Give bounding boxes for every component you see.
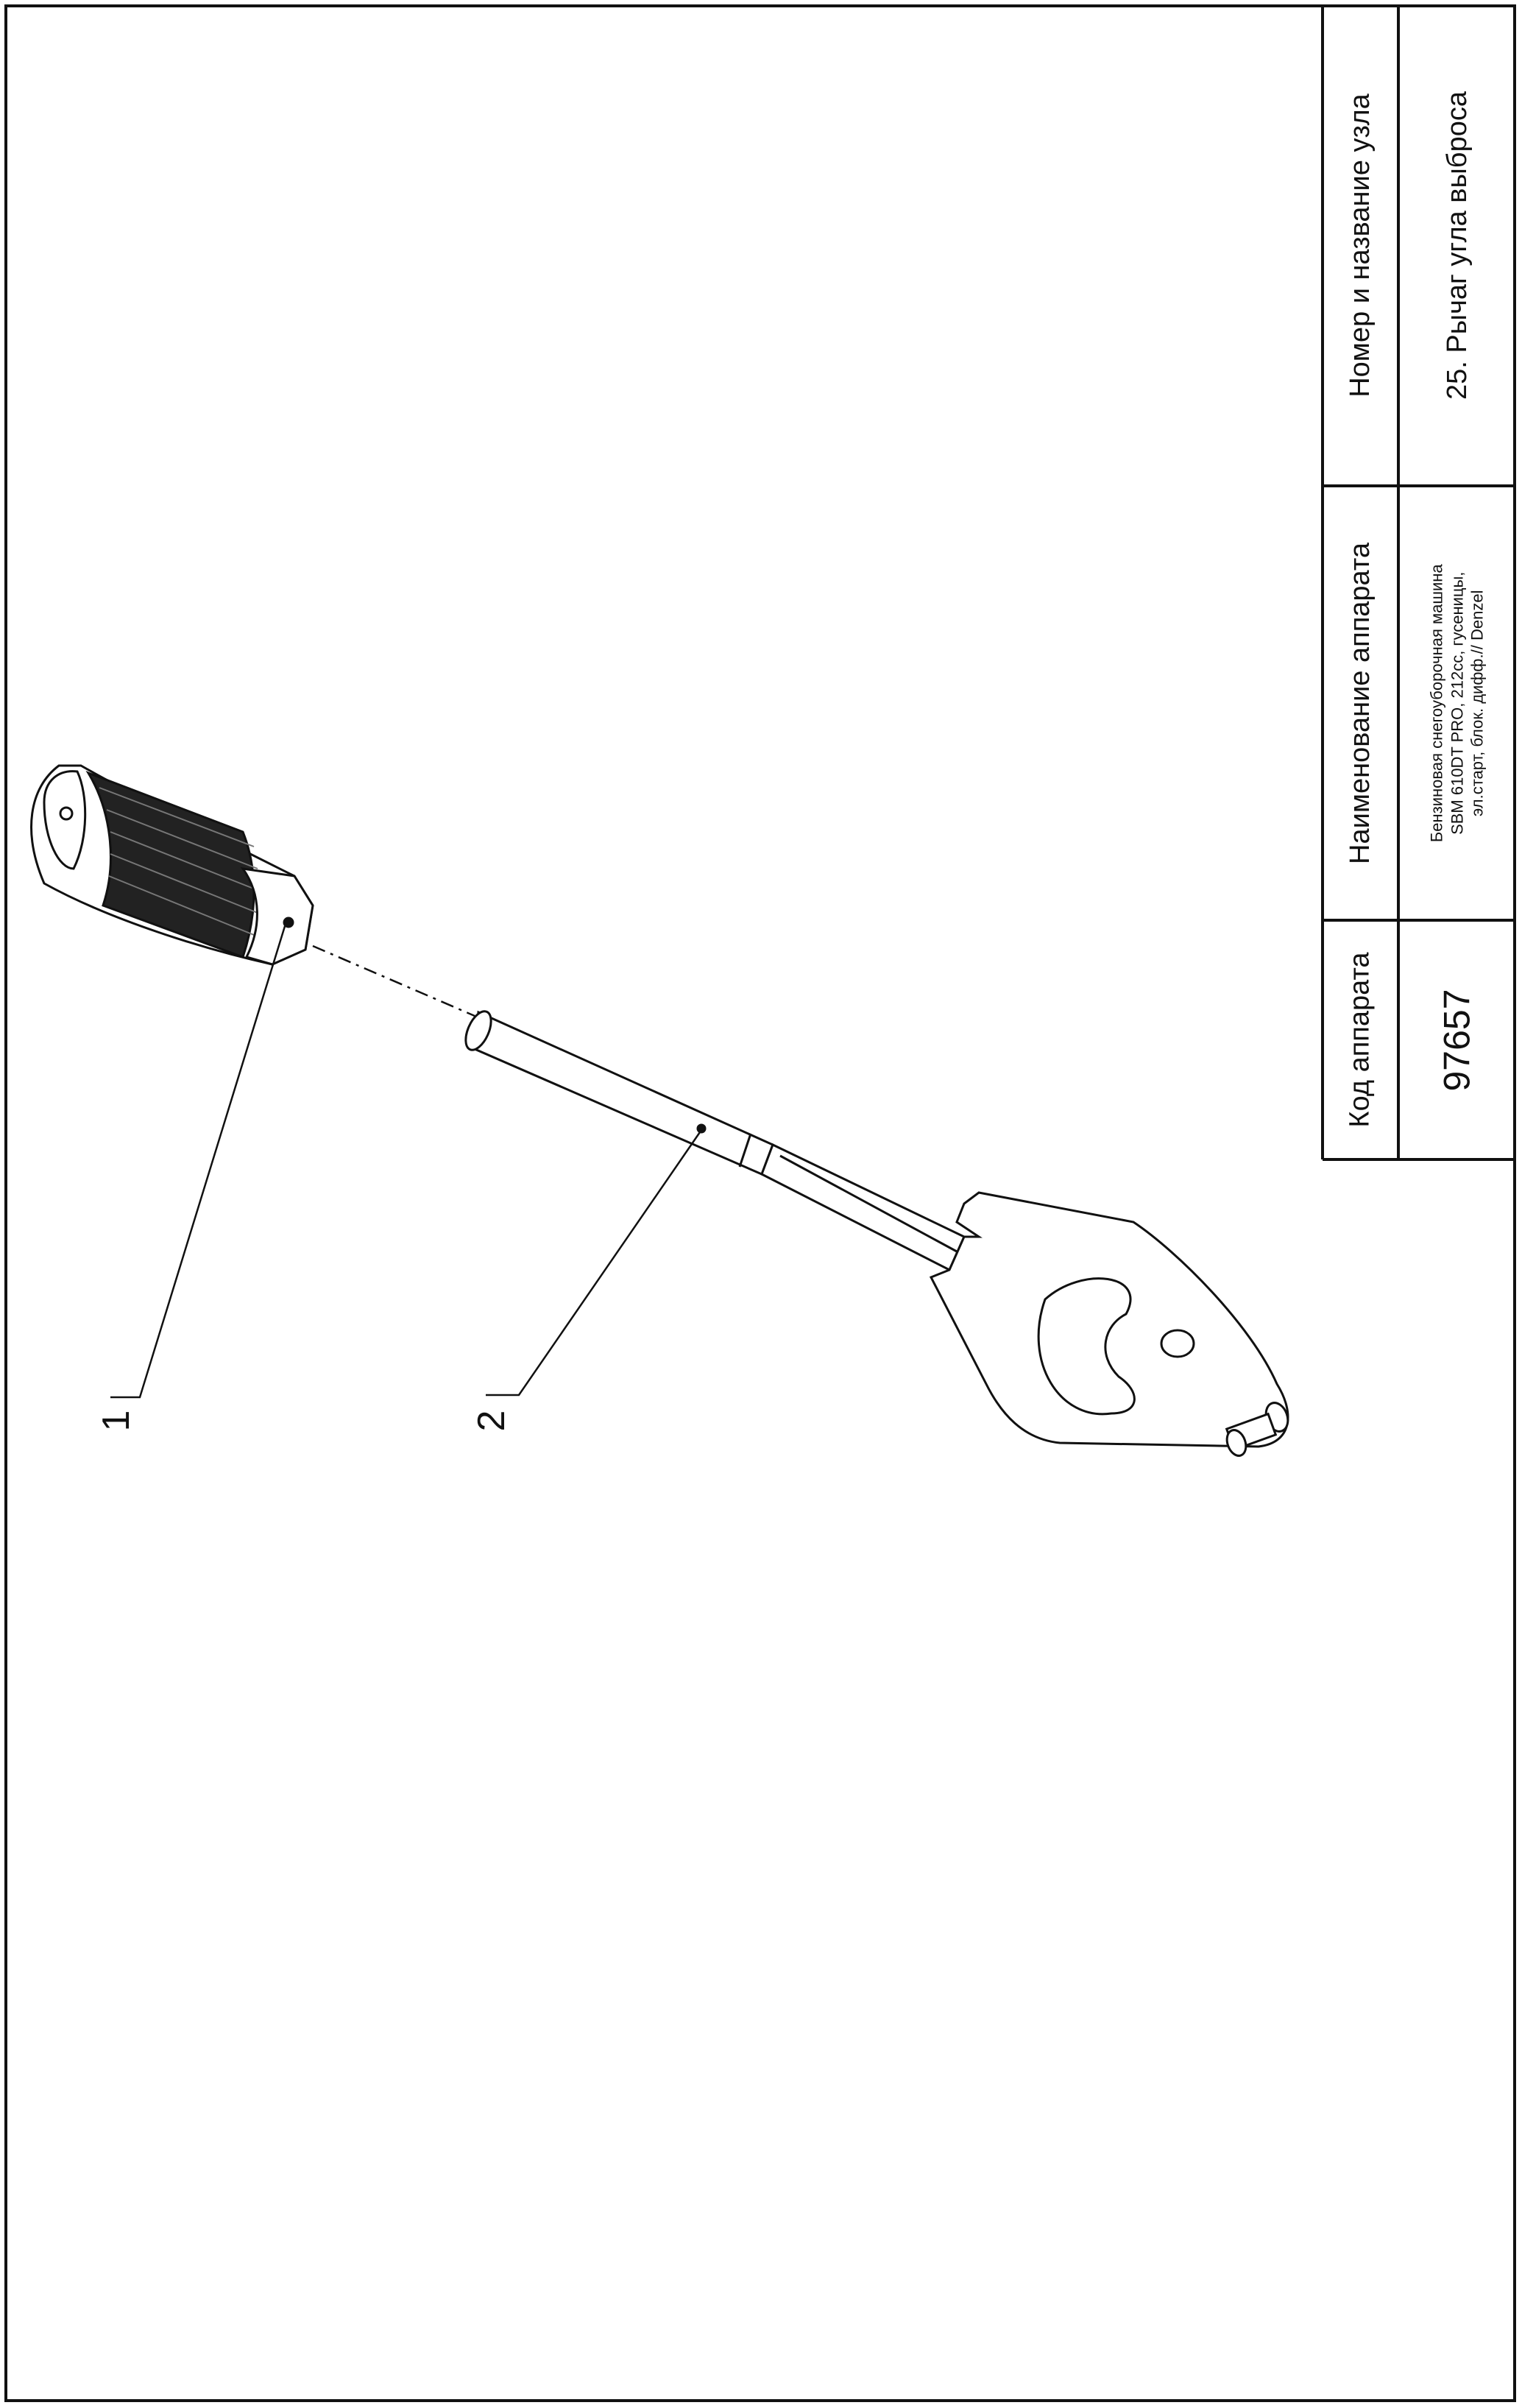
device-code: 97657: [1436, 988, 1478, 1092]
handle-grip-knob: [30, 764, 314, 966]
callout-2: 2: [470, 1410, 513, 1432]
drawing-frame: [4, 4, 1516, 2402]
unit-header-cell: Номер и название узла: [1323, 4, 1398, 486]
unit-header: Номер и название узла: [1345, 93, 1376, 398]
name-header-cell: Наименование аппарата: [1323, 486, 1398, 920]
callout-1: 1: [95, 1410, 138, 1432]
lever-rod-with-plate: [464, 1010, 1289, 1457]
code-header-cell: Код аппарата: [1323, 920, 1398, 1159]
name-value-cell: Бензиновая снегоуборочная машина SBM 610…: [1398, 486, 1516, 920]
code-value-cell: 97657: [1398, 920, 1516, 1159]
unit-name: 25. Рычаг угла выброса: [1441, 91, 1473, 400]
device-name-header: Наименование аппарата: [1345, 542, 1376, 864]
leader-lines: [110, 923, 703, 1399]
assembly-centerline: [312, 945, 475, 1017]
code-header: Код аппарата: [1345, 952, 1376, 1128]
device-name: Бензиновая снегоуборочная машина SBM 610…: [1427, 564, 1487, 842]
unit-value-cell: 25. Рычаг угла выброса: [1398, 4, 1516, 486]
title-block-grid: [1321, 4, 1516, 1161]
